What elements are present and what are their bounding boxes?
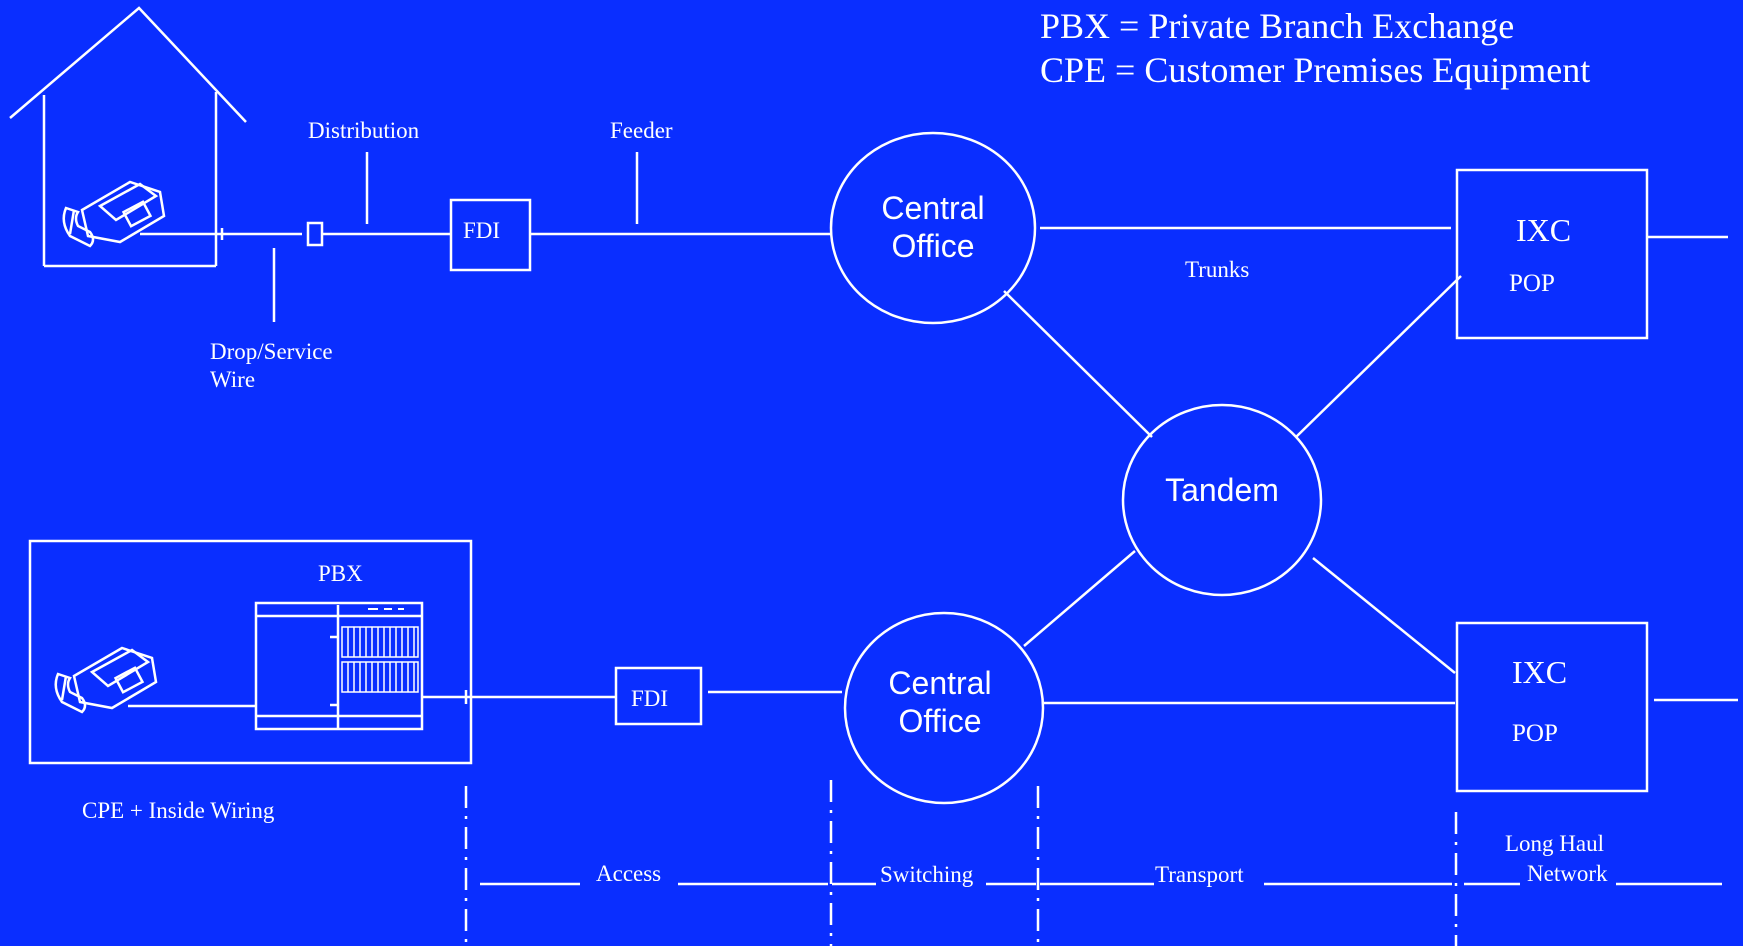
terminal-block-icon	[306, 221, 324, 247]
pbx-label: PBX	[318, 561, 363, 586]
drop-service-label: Drop/Service	[210, 339, 333, 364]
distribution-label: Distribution	[308, 118, 420, 143]
ixc-pop-bottom-box	[1455, 621, 1649, 793]
telephone-icon	[62, 180, 166, 248]
segment-transport-label: Transport	[1155, 862, 1244, 887]
segment-dividers	[464, 780, 1458, 946]
fdi-bottom-box	[614, 666, 703, 726]
central-office-top	[829, 131, 1037, 325]
ixc-pop-top-box	[1455, 168, 1649, 340]
fdi-top-label: FDI	[463, 218, 501, 243]
central-office-bottom	[843, 611, 1045, 805]
tandem-label: Tandem	[1165, 472, 1279, 508]
top-access-line	[140, 152, 830, 322]
legend-cpe: CPE = Customer Premises Equipment	[1040, 50, 1591, 90]
central-office-top-label-2: Office	[891, 228, 975, 264]
cpe-box	[28, 539, 473, 765]
bottom-access-line	[422, 666, 842, 726]
segment-switching-label: Switching	[880, 862, 974, 887]
central-office-bottom-label-1: Central	[888, 665, 992, 701]
drop-service-wire-label: Wire	[210, 367, 256, 392]
cpe-inside-wiring-label: CPE + Inside Wiring	[82, 798, 275, 823]
trunks-label: Trunks	[1185, 257, 1250, 282]
pop-bottom-label: POP	[1512, 720, 1558, 747]
segment-network-label: Network	[1527, 861, 1608, 886]
pop-top-label: POP	[1509, 270, 1555, 297]
legend-pbx: PBX = Private Branch Exchange	[1040, 6, 1515, 46]
feeder-label: Feeder	[610, 118, 673, 143]
segment-long-haul-label: Long Haul	[1505, 831, 1605, 856]
central-office-top-label-1: Central	[881, 190, 985, 226]
house-icon	[9, 6, 247, 268]
segment-access-label: Access	[596, 861, 662, 886]
central-office-bottom-label-2: Office	[898, 703, 982, 739]
telephone-icon	[54, 646, 158, 714]
trunk-lines	[1003, 226, 1738, 705]
tandem-switch	[1121, 403, 1323, 597]
ixc-top-label: IXC	[1516, 212, 1572, 248]
ixc-bottom-label: IXC	[1512, 654, 1568, 690]
pbx-cabinet-icon	[254, 601, 424, 731]
fdi-bottom-label: FDI	[631, 686, 669, 711]
